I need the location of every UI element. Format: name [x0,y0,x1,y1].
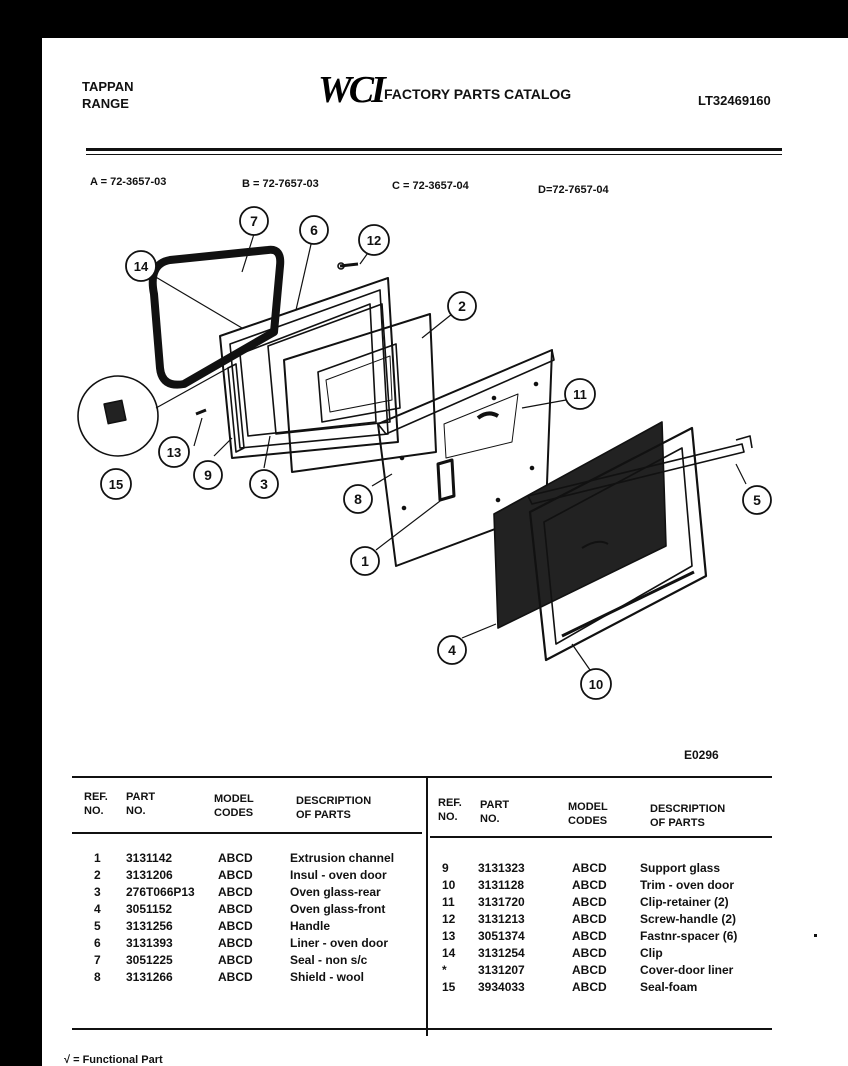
svg-text:13: 13 [167,445,181,460]
svg-text:6: 6 [310,222,318,238]
diagram-code: E0296 [684,748,719,762]
svg-text:3: 3 [260,476,268,492]
glass-support [227,363,245,453]
svg-text:14: 14 [134,259,149,274]
callout-12: 12 [358,224,390,256]
svg-text:15: 15 [109,477,123,492]
callout-1: 1 [350,546,380,576]
catalog-number: LT32469160 [698,93,771,108]
catalog-page: TAPPAN RANGE WCI FACTORY PARTS CATALOG L… [42,38,848,1066]
model-code-b: B = 72-7657-03 [242,178,319,190]
fastener-spacer [195,408,207,416]
svg-text:1: 1 [361,553,369,569]
left-header-rule [72,832,422,834]
seal-foam-pad [103,399,127,425]
right-header-rule [430,836,772,838]
callout-5: 5 [742,485,772,515]
callout-10: 10 [580,668,612,700]
svg-text:9: 9 [204,467,212,483]
wci-logo: WCI [318,69,386,111]
door-shield [377,349,555,567]
door-seal-gasket [148,245,285,389]
svg-text:8: 8 [354,491,362,507]
handle-end-cap [735,435,753,449]
left-header-ref: REF.NO. [84,791,108,817]
exploded-diagram: 1 2 3 4 5 6 7 8 9 10 11 12 13 14 15 [77,206,772,700]
callout-7: 7 [239,206,269,236]
model-code-c: C = 72-3657-04 [392,180,469,192]
brand-line-1: TAPPAN [82,79,134,94]
oven-glass-rear [267,303,391,435]
svg-text:7: 7 [250,213,258,229]
callout-4: 4 [437,635,467,665]
right-header-ref: REF.NO. [438,797,462,823]
scan-speck [814,934,817,937]
door-insulation [283,313,437,473]
door-trim-frame [528,426,708,662]
door-handle [527,443,745,505]
brand-block: TAPPAN RANGE [82,78,134,112]
table-bottom-rule [72,1028,772,1030]
leader-lines [153,233,747,671]
svg-text:10: 10 [589,677,603,692]
table-top-rule [72,776,772,778]
svg-text:4: 4 [448,642,456,658]
callout-15: 15 [100,468,132,500]
callout-13: 13 [158,436,190,468]
screw-head [337,262,345,270]
header-rule [86,148,782,151]
callout-11: 11 [564,378,596,410]
detail-circle [77,375,159,457]
model-code-d: D=72-7657-04 [538,184,609,196]
callout-9: 9 [193,460,223,490]
handle-screw [339,262,359,268]
svg-text:12: 12 [367,233,381,248]
callout-3: 3 [249,469,279,499]
footer-note: √ = Functional Part [64,1054,163,1066]
svg-text:2: 2 [458,298,466,314]
svg-text:5: 5 [753,492,761,508]
callout-8: 8 [343,484,373,514]
header-rule-thin [86,154,782,155]
door-liner [219,277,399,459]
catalog-title: FACTORY PARTS CATALOG [384,86,572,102]
svg-text:11: 11 [573,387,587,402]
brand-line-2: RANGE [82,96,129,111]
callout-2: 2 [447,291,477,321]
callouts: 1 2 3 4 5 6 7 8 9 10 11 12 13 14 15 [100,206,772,700]
table-divider [426,776,428,1036]
callout-6: 6 [299,215,329,245]
model-code-a: A = 72-3657-03 [90,176,167,188]
callout-14: 14 [125,250,157,282]
